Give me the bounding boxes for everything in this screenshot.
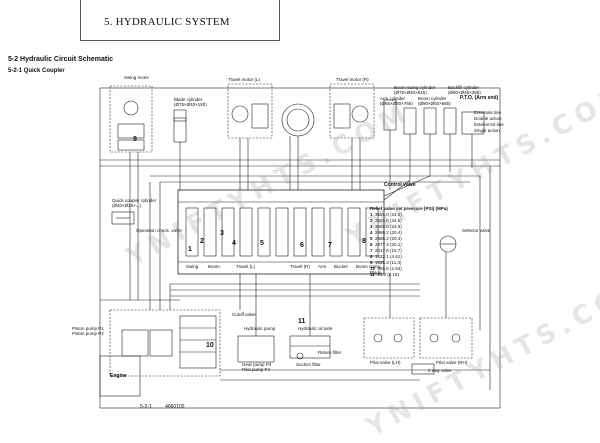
callout-11: 11	[298, 318, 306, 325]
relief-row: 3 3555.0 (24.5)	[370, 224, 402, 229]
relief-row: 8 1622.1 (4.61)	[370, 254, 402, 259]
callout-1: 1	[188, 246, 192, 253]
callout-6: 6	[300, 242, 304, 249]
engine-label: Engine	[110, 373, 127, 379]
arm-cylinder-label: Arm cylinder	[380, 96, 406, 101]
callout-7: 7	[328, 242, 332, 249]
subsection-title: 5-2-1 Quick Coupler	[8, 68, 65, 74]
arm-cylinder-dim: (Ø85×Ø50×765)	[380, 101, 413, 106]
boom-cylinder-label: Boom cylinder	[418, 96, 447, 101]
travel-motor-l-label: Travel motor (L)	[228, 77, 260, 82]
cutoff-valve-label: Cutoff valve	[232, 312, 256, 317]
relief-row: 5 2966.2 (20.4)	[370, 236, 402, 241]
two-way-valve-label: 2 way valve	[428, 368, 452, 373]
section-boom-label: Boom	[208, 264, 220, 269]
swing-motor-label: Swing motor	[124, 75, 150, 80]
pilot-pump-label: Pilot pump P4	[242, 367, 271, 372]
callout-10: 10	[206, 342, 214, 349]
hydraulic-schematic	[99, 83, 501, 409]
relief-row: 10 426.6 (2.94)	[370, 266, 402, 271]
callout-2: 2	[200, 238, 204, 245]
header-frame	[80, 0, 280, 41]
control-valve-label: Control valve	[384, 182, 416, 188]
section-blade-label: Blade	[370, 270, 382, 275]
piston-pump-p2-label: Piston pump P2	[72, 331, 104, 336]
section-travel-r-label: Travel (R)	[290, 264, 310, 269]
hydraulic-tank-label: Hydraulic oil tank	[298, 326, 333, 331]
footer: 5-2-1 4660103	[140, 404, 197, 410]
selector-valve-label: Selector valve	[462, 228, 491, 233]
backfill-cylinder-label: Backfill cylinder	[448, 85, 480, 90]
pto-label: P.T.O. (Arm end)	[460, 95, 499, 101]
callout-4: 4	[232, 240, 236, 247]
relief-valve-table: Relief valve set pressure [PSI] (MPa) 1 …	[370, 206, 448, 278]
suction-filter-label: Suction filter	[296, 362, 321, 367]
pilot-valve-rh-label: Pilot valve (RH)	[436, 360, 468, 365]
blade-cylinder-label: Blade cylinder	[174, 97, 203, 102]
callout-5: 5	[260, 240, 264, 247]
relief-row: 6 2377.4 (20.1)	[370, 242, 402, 247]
callout-8: 8	[362, 238, 366, 245]
blade-cylinder-dim: (Ø75×Ø40×150)	[174, 102, 207, 107]
boom-cylinder-dim: (Ø90×Ø50×680)	[418, 101, 451, 106]
piston-pump-p1-label: Piston pump P1	[72, 326, 104, 331]
quick-coupler-cylinder-dim: (Ø40×Ø25×...)	[112, 203, 142, 208]
boom-swing-cylinder-label: Boom swing cylinder	[394, 85, 436, 90]
relief-row: 4 2966.2 (20.4)	[370, 230, 402, 235]
footer-doc-code: 4660103	[165, 404, 185, 410]
section-bucket-label: Bucket	[334, 264, 348, 269]
callout-3: 3	[220, 230, 224, 237]
section-arm-label: Arm	[318, 264, 327, 269]
backfill-cylinder-dim: (Ø90×Ø45×385)	[448, 90, 481, 95]
return-filter-label: Return filter	[318, 350, 342, 355]
relief-row: 11 21.3 (0.15)	[370, 272, 400, 277]
callout-9: 9	[133, 136, 137, 143]
section-travel-l-label: Travel (L)	[236, 264, 256, 269]
pto-line-c: Exterior'ed line	[474, 122, 504, 127]
section-swing-label: Swing	[186, 264, 199, 269]
relief-row: 1 3555.0 (24.5)	[370, 212, 402, 217]
quick-coupler-cylinder-label: Quick coupler cylinder	[112, 198, 157, 203]
gear-pump-label: Gear pump P3	[242, 362, 272, 367]
relief-table-title: Relief valve set pressure [PSI] (MPa)	[370, 206, 448, 211]
pto-line-d: Single action	[474, 128, 500, 133]
pto-line-a: Externals line	[474, 110, 502, 115]
relief-row: 2 3555.0 (24.5)	[370, 218, 402, 223]
page-title: 5. HYDRAULIC SYSTEM	[104, 16, 230, 28]
boom-swing-cylinder-dim: (Ø75×Ø40×515)	[394, 90, 427, 95]
footer-page-number: 5-2-1	[140, 404, 152, 410]
pto-line-b: Double action	[474, 116, 502, 121]
operation-check-valve-label: Operation check. valve	[136, 228, 182, 233]
section-title: 5-2 Hydraulic Circuit Schematic	[8, 56, 114, 63]
hydraulic-pump-label: Hydraulic pump	[244, 326, 276, 331]
relief-row: 9 1635.3 (11.3)	[370, 260, 402, 265]
pilot-valve-lh-label: Pilot valve (LH)	[370, 360, 401, 365]
travel-motor-r-label: Travel motor (R)	[336, 77, 369, 82]
relief-row: 7 2417.6 (16.7)	[370, 248, 402, 253]
section-boom-swing-label: Boom swing	[356, 264, 381, 269]
